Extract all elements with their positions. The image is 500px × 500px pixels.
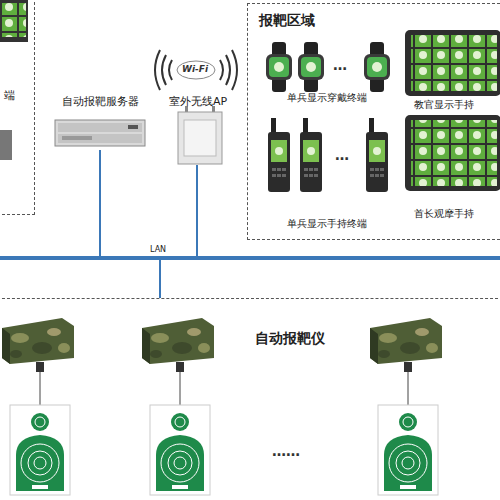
display-terminal [0,0,28,160]
lan-bus: LAN [0,256,500,260]
network-link [159,260,161,298]
terminal-group: 端 [0,0,35,215]
node-text: 自动报靶仪 [255,330,325,346]
terminal-group: 单兵显示穿戴终端 [258,38,396,108]
ellipsis: …… [272,444,300,458]
node-text: 端 [4,90,15,103]
terminal-group: 单兵显示手持终端 [258,112,396,234]
region-box: 报靶区域单兵显示穿戴终端单兵显示手持终端 教官显示手持首长观摩手持 [247,3,500,240]
camera-symbols [2,318,442,405]
terminal-group: 教官显示手持 [400,25,500,113]
network-link [99,150,101,256]
tablet-terminals [405,30,500,191]
access-point-box: 室外无线AP [162,95,234,165]
wifi-symbol [155,50,237,90]
node-text: 教官显示手持 [414,99,474,111]
node-text: 单兵显示手持终端 [258,218,396,230]
server-symbol [55,120,145,146]
node-text: 报靶区域 [259,12,315,28]
terminal-group: 首长观摩手持 [400,112,500,224]
node-text: 单兵显示穿戴终端 [258,92,396,104]
node-text: LAN [150,245,166,254]
network-link [196,165,198,256]
ellipsis: … [333,58,347,72]
wifi-text: Wi-Fi [182,65,208,74]
access-point-symbol [178,106,222,164]
target-symbols [10,405,438,495]
handheld-terminals [268,118,388,192]
node-text: 自动报靶服务器 [50,96,150,109]
watch-terminals [266,42,390,92]
node-text: 首长观摩手持 [414,208,474,220]
server-box: 自动报靶服务器 [50,95,150,150]
ellipsis: … [335,148,349,162]
node-text: 室外无线AP [162,96,234,109]
device-group: 自动报靶仪 [0,298,500,500]
